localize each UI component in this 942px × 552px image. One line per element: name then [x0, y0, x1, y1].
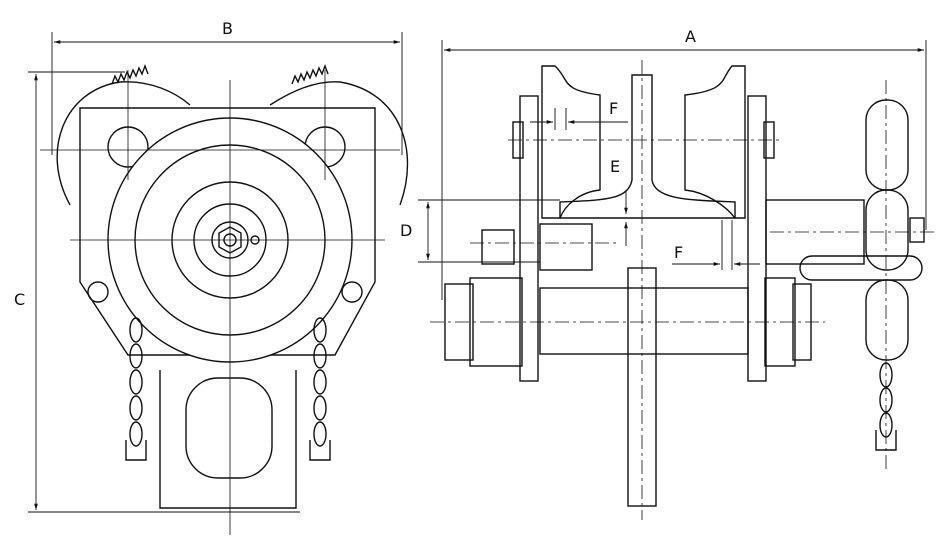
left-trolley-wheel [541, 65, 601, 219]
side-view [444, 65, 925, 507]
dimension-c [28, 71, 300, 513]
left-bolt-hole [87, 281, 109, 303]
label-f-bottom: F [674, 243, 683, 262]
label-f-top: F [609, 99, 618, 118]
right-side-plate [747, 95, 767, 382]
hoist-body [159, 370, 297, 509]
hand-chain [865, 99, 909, 451]
dimension-d [418, 199, 560, 263]
chain-end-nut [909, 217, 925, 243]
right-chain [309, 317, 331, 461]
cross-shaft [539, 287, 749, 355]
front-centerlines [40, 70, 400, 535]
label-e: E [610, 157, 620, 176]
right-bolt-hole [341, 281, 363, 303]
right-wheel-outline [269, 81, 409, 206]
left-washer-stack [469, 277, 523, 367]
label-b: B [222, 19, 233, 38]
dimension-b [51, 32, 403, 155]
right-trolley-wheel [684, 65, 746, 219]
adjust-nut [481, 229, 515, 265]
left-gear-teeth [111, 64, 149, 85]
label-d: D [400, 221, 412, 240]
i-beam [559, 74, 736, 219]
dimension-f-bottom [672, 220, 760, 270]
side-plate [79, 107, 376, 356]
dimension-f-top [530, 108, 628, 130]
side-centerlines [430, 60, 935, 520]
front-view [56, 64, 409, 509]
chain-guide [799, 255, 923, 281]
adjust-bolt [539, 223, 593, 271]
left-wheel-outline [56, 81, 191, 206]
body-slot [185, 377, 273, 479]
label-a: A [685, 27, 696, 46]
left-chain [125, 317, 147, 461]
left-side-plate [519, 95, 539, 382]
dimension-a [441, 40, 927, 300]
label-c: C [14, 290, 25, 309]
right-gear-teeth [291, 64, 329, 85]
